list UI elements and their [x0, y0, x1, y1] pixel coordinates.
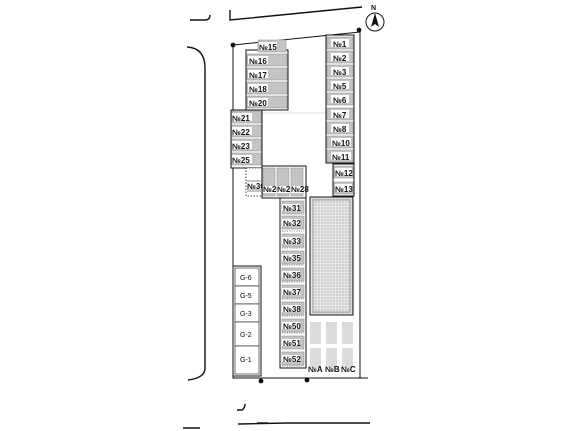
svg-text:G-5: G-5: [240, 293, 252, 300]
space-16: №16: [246, 53, 288, 67]
space-31: №31: [281, 200, 305, 215]
space-17: №17: [246, 67, 288, 81]
svg-text:№30: №30: [247, 182, 265, 191]
space-6: №6: [326, 92, 354, 106]
space-50: №50: [281, 318, 305, 333]
space-15: №15: [257, 39, 287, 53]
svg-text:№12: №12: [335, 169, 353, 178]
space-33: №33: [281, 233, 305, 248]
space-B: №B: [325, 322, 340, 374]
space-52: №52: [281, 351, 305, 366]
svg-text:№52: №52: [283, 355, 301, 364]
svg-text:№20: №20: [249, 99, 267, 108]
svg-text:№38: №38: [283, 305, 301, 314]
boundary-markers: [230, 27, 362, 384]
svg-text:№26: №26: [263, 185, 281, 194]
space-5: №5: [326, 78, 354, 92]
space-32: №32: [281, 215, 305, 230]
space-20: №20: [246, 95, 288, 109]
space-22: №22: [231, 124, 262, 138]
middle-left-stalls: №21 №22 №23 №25: [231, 110, 262, 166]
garage-g5: G-5: [234, 285, 260, 305]
north-label: N: [371, 5, 376, 12]
svg-text:№16: №16: [249, 57, 267, 66]
svg-text:№1: №1: [333, 40, 347, 49]
road-lines: [183, 6, 370, 429]
space-27: №27: [276, 167, 295, 197]
svg-text:G-3: G-3: [240, 311, 252, 318]
bottom-right-stalls: №A №B №C: [308, 322, 356, 374]
svg-text:№2: №2: [333, 54, 347, 63]
space-A: №A: [308, 322, 323, 374]
svg-text:№36: №36: [283, 271, 301, 280]
space-26: №26: [262, 167, 281, 197]
right-stall-column: №1 №2 №3 №5 №6 №7 №8 №10 №11: [326, 36, 354, 163]
svg-text:№13: №13: [335, 185, 353, 194]
svg-text:№23: №23: [232, 142, 250, 151]
garage-column: G-6 G-5 G-3 G-2 G-1: [232, 265, 262, 377]
svg-text:№32: №32: [283, 219, 301, 228]
space-28: №28: [290, 167, 309, 197]
space-11: №11: [326, 149, 354, 163]
vertical-stalls: №26 №27 №28: [262, 167, 309, 197]
space-10: №10: [326, 135, 354, 149]
svg-text:№5: №5: [333, 82, 347, 91]
space-38: №38: [281, 301, 305, 316]
svg-text:№A: №A: [308, 365, 323, 374]
garage-g3: G-3: [234, 303, 260, 323]
svg-text:№37: №37: [283, 288, 301, 297]
svg-text:№25: №25: [232, 156, 250, 165]
space-8: №8: [326, 121, 354, 135]
space-3: №3: [326, 64, 354, 78]
svg-text:№3: №3: [333, 68, 347, 77]
space-7: №7: [326, 107, 354, 121]
svg-text:№50: №50: [283, 322, 301, 331]
svg-text:№18: №18: [249, 85, 267, 94]
space-35: №35: [281, 250, 305, 265]
space-51: №51: [281, 335, 305, 350]
space-13: №13: [333, 181, 353, 195]
space-C: №C: [341, 322, 356, 374]
space-23: №23: [231, 138, 262, 152]
svg-text:№35: №35: [283, 254, 301, 263]
svg-text:№B: №B: [325, 365, 340, 374]
space-12: №12: [333, 165, 353, 179]
svg-text:№21: №21: [232, 114, 250, 123]
space-21: №21: [231, 110, 262, 124]
upper-left-stalls: №15 №16 №17 №18 №20: [246, 39, 288, 109]
svg-text:№7: №7: [333, 111, 347, 120]
space-37: №37: [281, 284, 305, 299]
svg-text:G-2: G-2: [240, 332, 252, 339]
space-36: №36: [281, 267, 305, 282]
north-arrow: N: [365, 5, 385, 32]
svg-text:№27: №27: [277, 185, 295, 194]
space-1: №1: [326, 36, 354, 50]
svg-text:№33: №33: [283, 237, 301, 246]
space-25: №25: [231, 152, 262, 166]
svg-text:№8: №8: [333, 125, 347, 134]
svg-text:№17: №17: [249, 71, 267, 80]
svg-text:№51: №51: [283, 339, 301, 348]
garage-g2: G-2: [234, 321, 260, 347]
garage-g6: G-6: [234, 267, 260, 287]
svg-text:№22: №22: [232, 128, 250, 137]
svg-text:№15: №15: [259, 43, 277, 52]
center-stall-column: №31 №32 №33 №35 №36 №37 №38 №50 №51 №52: [281, 200, 305, 367]
space-2: №2: [326, 50, 354, 64]
svg-text:№10: №10: [332, 139, 350, 148]
svg-text:№11: №11: [332, 153, 350, 162]
svg-text:G-6: G-6: [240, 275, 252, 282]
svg-text:№C: №C: [341, 365, 356, 374]
svg-text:№6: №6: [333, 96, 347, 105]
svg-text:№28: №28: [291, 185, 309, 194]
svg-text:№31: №31: [283, 204, 301, 213]
building-area: [309, 196, 354, 316]
svg-text:G-1: G-1: [240, 357, 252, 364]
space-18: №18: [246, 81, 288, 95]
garage-g1: G-1: [234, 345, 260, 375]
